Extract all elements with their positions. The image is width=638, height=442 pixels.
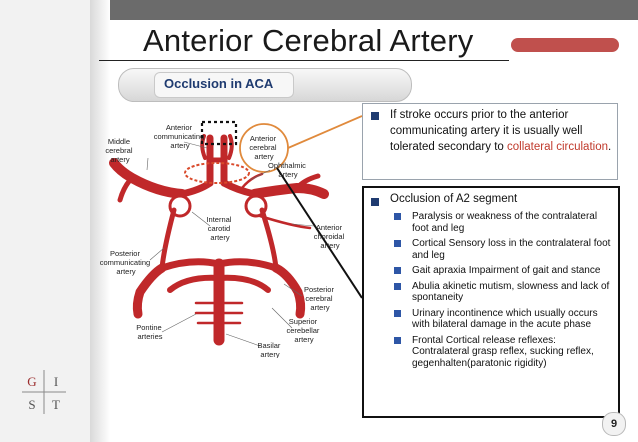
label-anterior-choroidal: Anterior choroidal artery — [314, 223, 347, 250]
bullet-square-icon — [394, 282, 401, 290]
label-anterior-communicating: Anterior communicating artery — [154, 123, 207, 150]
bullet-square-icon — [371, 112, 379, 120]
list-item: Paralysis or weakness of the contralater… — [394, 211, 614, 234]
gist-logo: G I S T — [22, 370, 66, 414]
label-pontine: Pontine arteries — [136, 323, 164, 341]
subtitle: Occlusion in ACA — [164, 76, 274, 91]
subtitle-box — [154, 72, 294, 98]
label-posterior-communicating: Posterior communicating artery — [100, 249, 153, 276]
label-anterior-cerebral: Anterior cerebral artery — [249, 134, 278, 161]
collateral-note-box — [362, 103, 618, 180]
list-item: Cortical Sensory loss in the contralater… — [394, 238, 614, 261]
list-item: Urinary incontinence which usually occur… — [394, 308, 614, 331]
svg-text:G: G — [27, 374, 36, 389]
collateral-highlight: collateral circulation — [507, 141, 608, 153]
collateral-note-text: If stroke occurs prior to the anterior c… — [390, 109, 612, 153]
svg-text:I: I — [54, 374, 58, 389]
list-item: Abulia akinetic mutism, slowness and lac… — [394, 281, 614, 304]
cerebral-artery-diagram: Anterior communicating artery Anterior c… — [100, 115, 362, 358]
label-superior-cerebellar: Superior cerebellar artery — [286, 317, 321, 344]
list-item: Frontal Cortical release reflexes: Contr… — [394, 335, 614, 370]
bullet-square-icon — [371, 198, 379, 206]
bullet-square-icon — [394, 309, 401, 317]
bullet-square-icon — [394, 336, 401, 344]
label-basilar: Basilar artery — [257, 341, 282, 358]
left-rail — [0, 0, 110, 442]
svg-text:T: T — [52, 397, 60, 412]
svg-text:S: S — [28, 397, 35, 412]
slide-title: Anterior Cerebral Artery — [143, 23, 474, 58]
bullet-square-icon — [394, 213, 401, 220]
label-middle-cerebral: Middle cerebral artery — [105, 137, 134, 164]
page-number: 9 — [602, 412, 626, 436]
top-bar — [90, 0, 638, 20]
a2-occlusion-heading: Occlusion of A2 segment — [390, 193, 518, 205]
list-item: Gait apraxia Impairment of gait and stan… — [394, 265, 614, 277]
title-underline — [99, 60, 509, 61]
label-internal-carotid: Internal carotid artery — [206, 215, 233, 242]
label-posterior-cerebral: Posterior cerebral artery — [304, 285, 336, 312]
bullet-square-icon — [394, 267, 401, 274]
label-ophthalmic: Ophthalmic artery — [268, 161, 308, 179]
bullet-square-icon — [394, 240, 401, 247]
title-accent-bar — [511, 38, 619, 52]
a2-occlusion-box — [362, 186, 620, 418]
symptom-list: Paralysis or weakness of the contralater… — [394, 211, 614, 373]
